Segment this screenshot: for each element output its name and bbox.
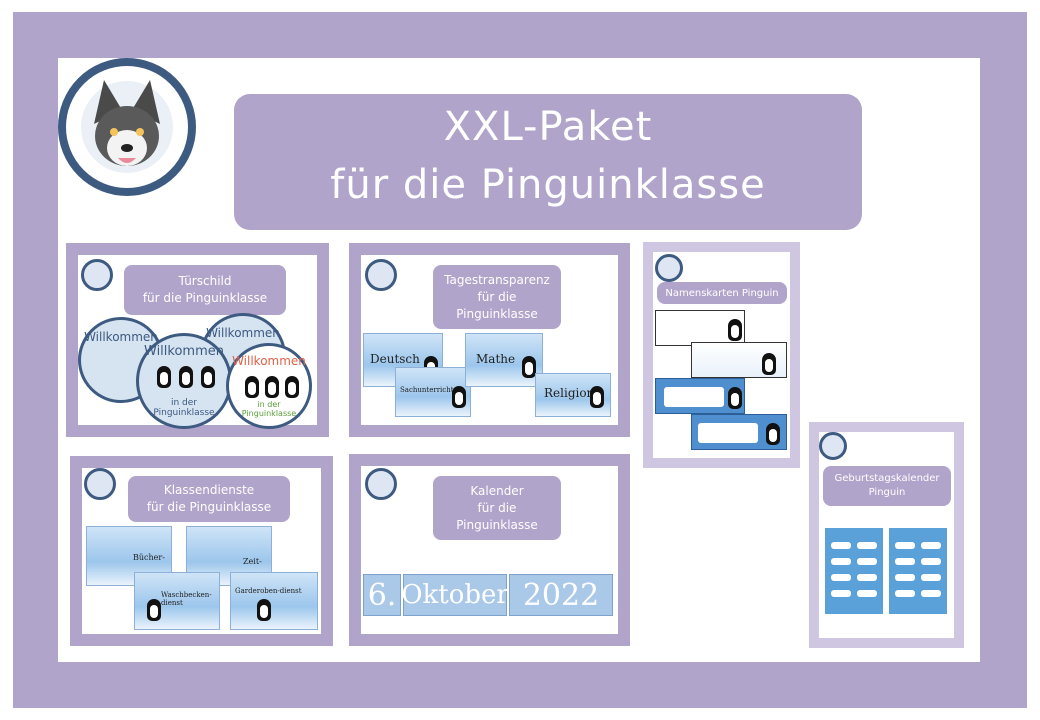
name-card-1 [655, 310, 745, 346]
card-kalender: Kalender für die Pinguinklasse 6. Oktobe… [349, 454, 630, 646]
husky-dog-icon [84, 468, 116, 500]
calendar-month: Oktober [401, 574, 509, 616]
card-klassendienste: Klassendienste für die Pinguinklasse Büc… [70, 456, 333, 646]
subject-card-sachunterricht: Sachunterricht [395, 367, 471, 417]
birthday-page-2 [889, 528, 947, 614]
logo: firlys-goes-to-school [58, 58, 196, 196]
calendar-year: 2022 [509, 574, 613, 616]
name-card-2 [691, 342, 787, 378]
name-card-4 [691, 414, 787, 450]
duty-card-garderobe: Garderoben-dienst [230, 572, 318, 630]
title-banner: XXL-Paket für die Pinguinklasse [234, 94, 862, 230]
card-geburtstagskalender-label: Geburtstagskalender Pinguin [823, 466, 951, 506]
calendar-day: 6. [363, 574, 401, 616]
birthday-page-1 [825, 528, 883, 614]
card-tuerschild-label: Türschild für die Pinguinklasse [124, 265, 286, 315]
card-kalender-label: Kalender für die Pinguinklasse [433, 476, 561, 540]
page-title: XXL-Paket [443, 104, 653, 150]
husky-dog-icon [655, 254, 683, 282]
subject-card-religion: Religion [535, 373, 611, 417]
card-klassendienste-label: Klassendienste für die Pinguinklasse [128, 476, 290, 522]
welcome-sign-3: Willkommen in der Pinguinklasse [136, 333, 232, 429]
logo-ring-text: firlys-goes-to-school [180, 114, 188, 185]
welcome-sign-4: Willkommen in der Pinguinklasse [226, 343, 312, 429]
husky-dog-icon [819, 432, 847, 460]
duty-card-waschbecken: Waschbecken-dienst [134, 572, 220, 630]
husky-dog-icon [81, 80, 173, 173]
card-tagestransparenz-label: Tagestransparenz für die Pinguinklasse [433, 265, 561, 329]
husky-dog-icon [365, 468, 397, 500]
card-namenskarten-label: Namenskarten Pinguin [657, 282, 787, 304]
card-tagestransparenz: Tagestransparenz für die Pinguinklasse D… [349, 243, 630, 437]
page-subtitle: für die Pinguinklasse [330, 162, 766, 208]
husky-dog-icon [81, 259, 113, 291]
husky-dog-icon [365, 259, 397, 291]
card-geburtstagskalender: Geburtstagskalender Pinguin [809, 422, 964, 648]
subject-card-mathe: Mathe [465, 333, 543, 387]
name-card-3 [655, 378, 745, 414]
card-tuerschild: Türschild für die Pinguinklasse Willkomm… [66, 243, 329, 437]
card-namenskarten: Namenskarten Pinguin [643, 242, 800, 468]
